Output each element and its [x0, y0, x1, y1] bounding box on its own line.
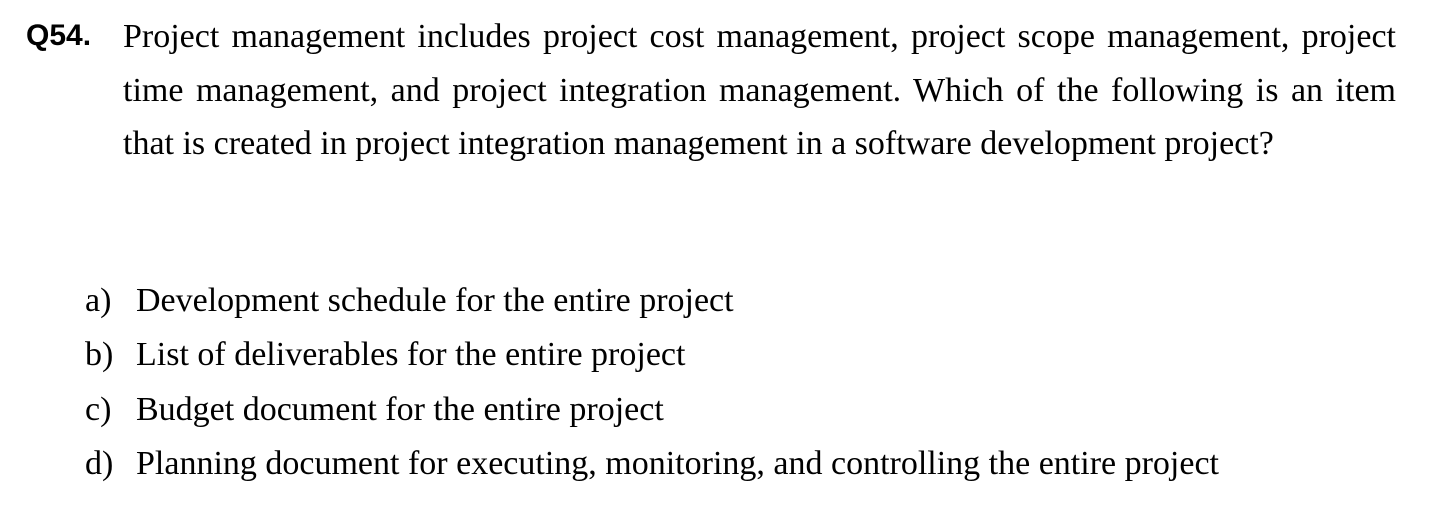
- option-letter: d): [85, 444, 114, 482]
- question-block: Q54. Project management includes project…: [26, 10, 1396, 171]
- option-letter: c): [85, 390, 112, 428]
- question-text: Project management includes project cost…: [123, 18, 1396, 162]
- option-a: a) Development schedule for the entire p…: [85, 274, 1219, 328]
- option-text: Budget document for the entire project: [136, 390, 664, 428]
- question-number: Q54.: [26, 19, 92, 52]
- option-text: Development schedule for the entire proj…: [136, 282, 734, 319]
- option-letter: a): [85, 282, 112, 319]
- option-d: d) Planning document for executing, moni…: [85, 437, 1219, 491]
- option-b: b) List of deliverables for the entire p…: [85, 328, 1219, 382]
- option-c: c) Budget document for the entire projec…: [85, 383, 1219, 437]
- answer-options: a) Development schedule for the entire p…: [85, 274, 1219, 491]
- option-text: Planning document for executing, monitor…: [136, 444, 1220, 482]
- option-text: List of deliverables for the entire proj…: [136, 336, 686, 374]
- option-letter: b): [85, 336, 114, 374]
